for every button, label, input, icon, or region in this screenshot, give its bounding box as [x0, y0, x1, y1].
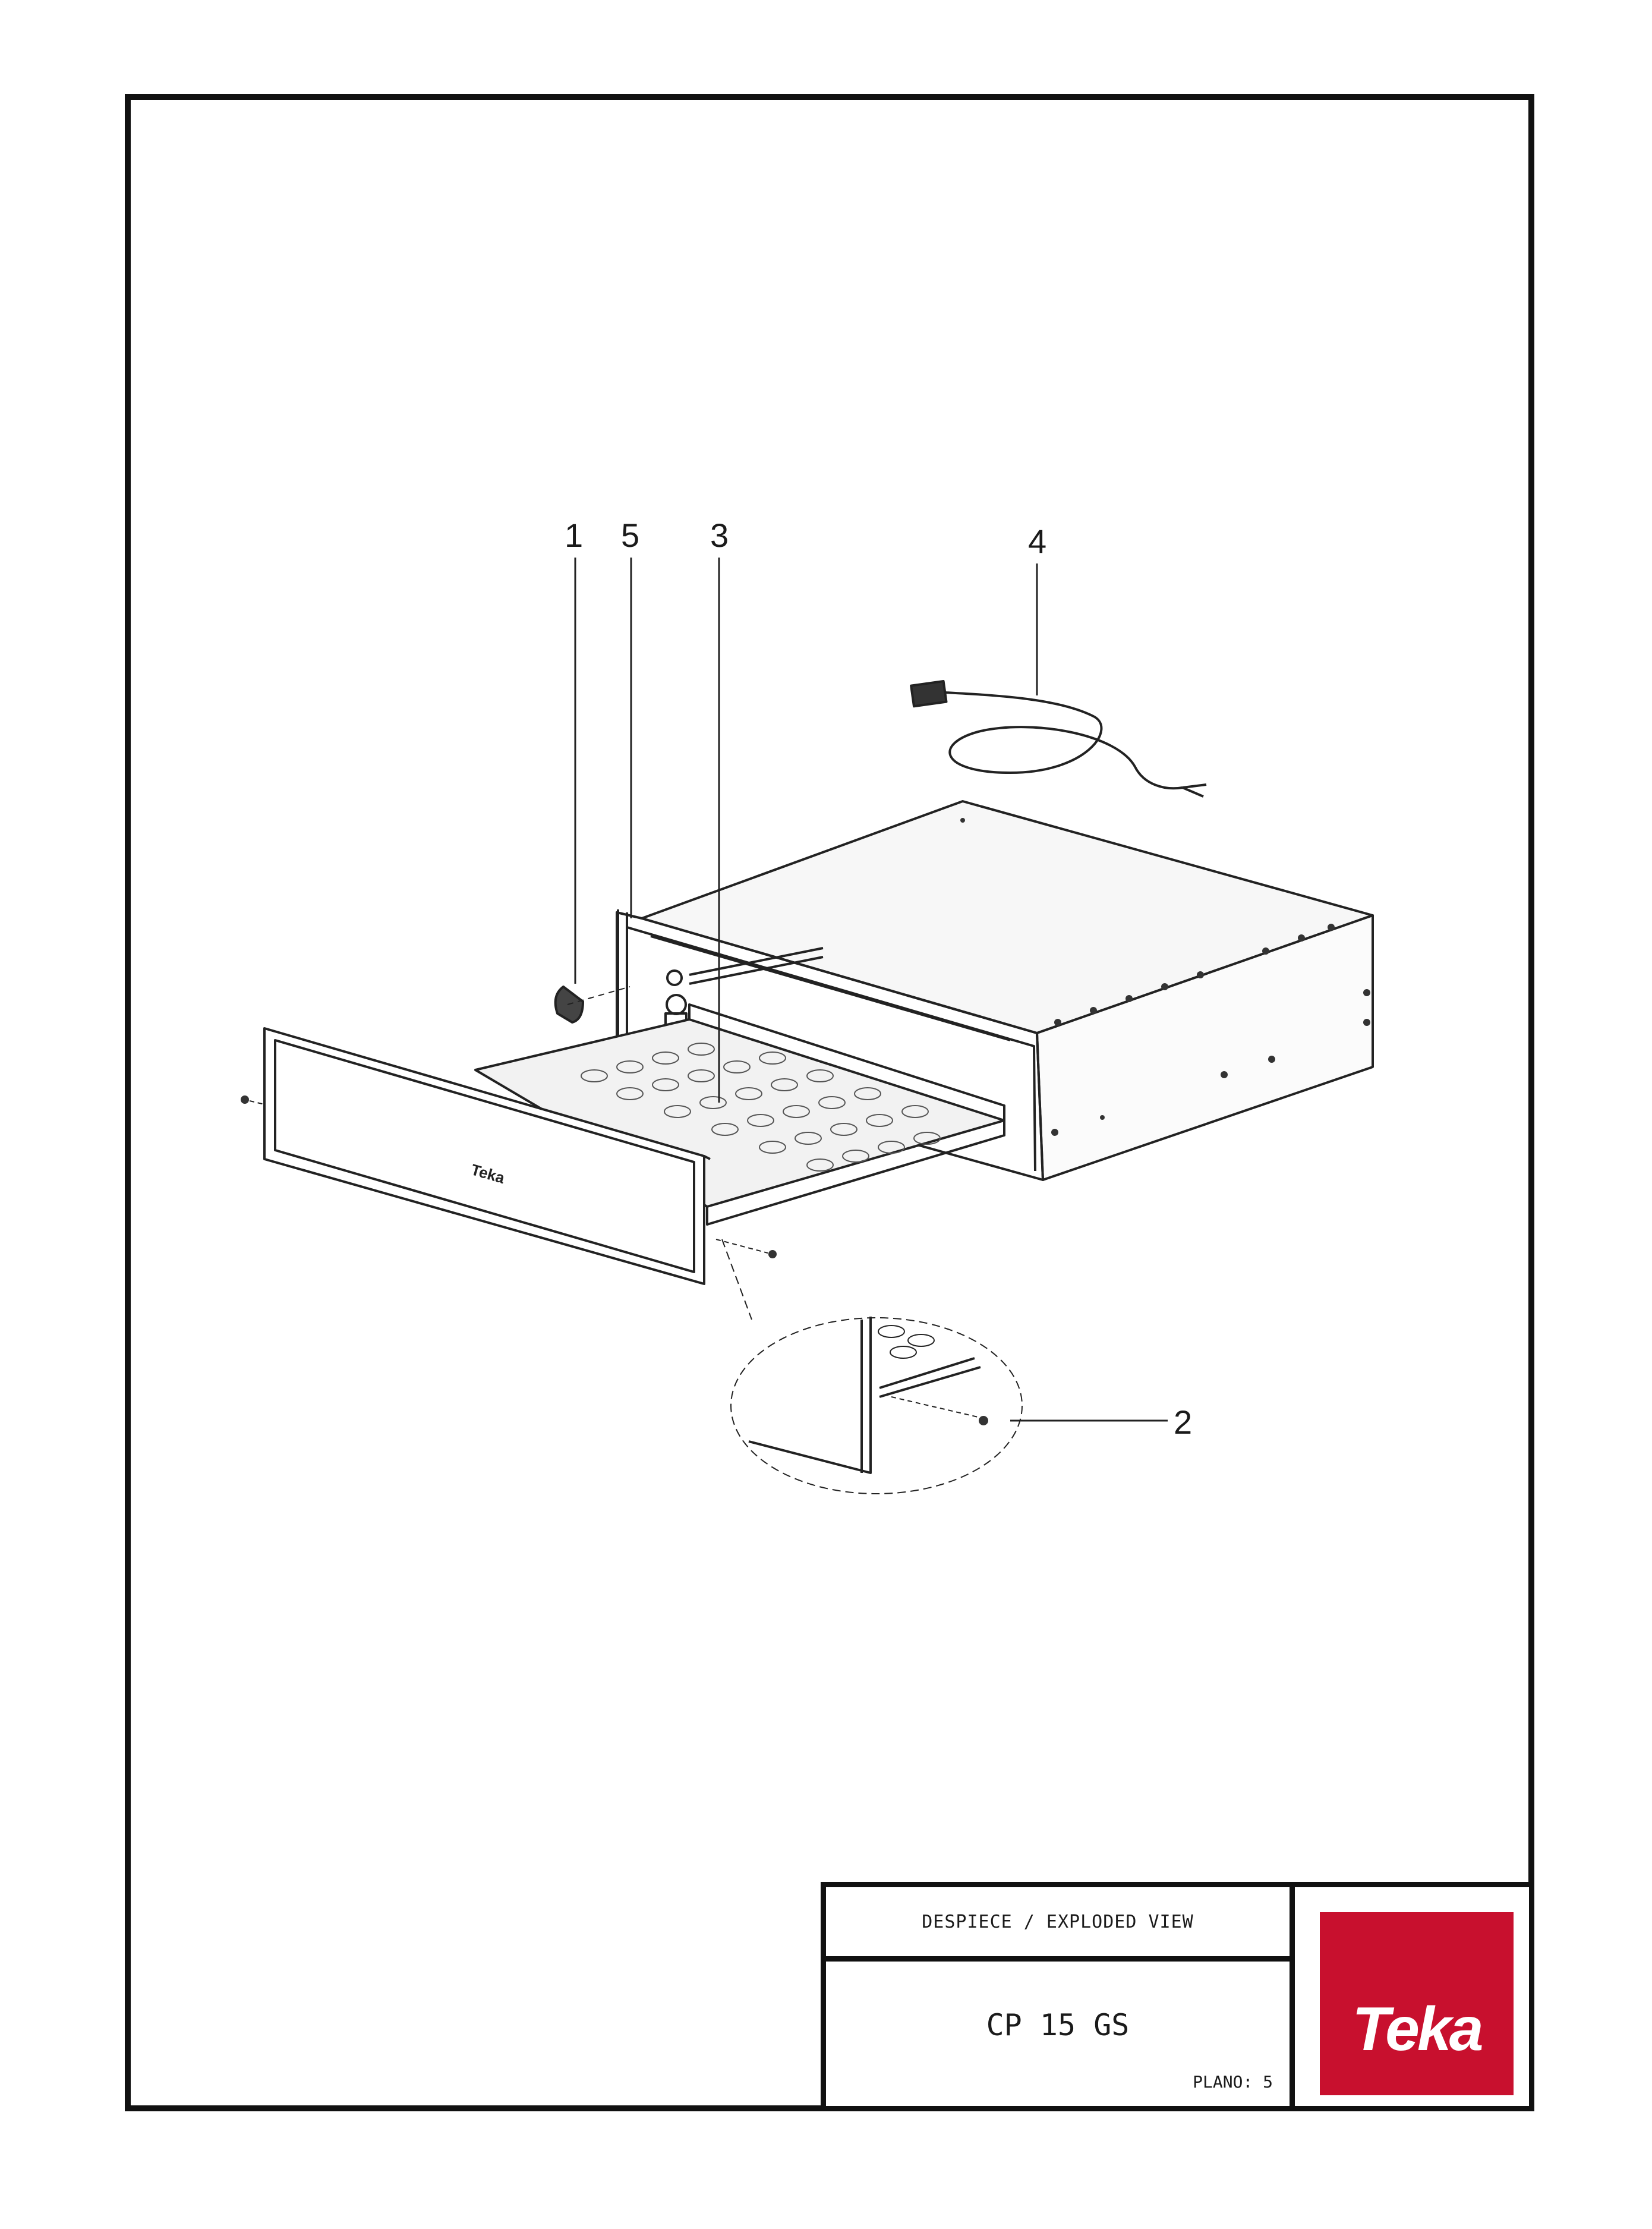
- logo-text: Teka: [1352, 1995, 1483, 2064]
- power-cord-part: [910, 679, 1207, 798]
- callout-5: 5: [621, 517, 640, 554]
- screw-part-left: [241, 1095, 249, 1104]
- model-name: CP 15 GS: [986, 2007, 1130, 2042]
- title-block-title: DESPIECE / EXPLODED VIEW: [821, 1882, 1295, 1962]
- cabinet-screws: [960, 818, 1370, 1136]
- plano-number: PLANO: 5: [1193, 2072, 1273, 2092]
- callout-4: 4: [1028, 522, 1047, 560]
- title-block-logo: Teka: [1290, 1882, 1534, 2111]
- front-glass-panel: [263, 1027, 705, 1285]
- callout-3: 3: [710, 517, 729, 554]
- callout-2: 2: [1174, 1403, 1193, 1441]
- detail-callout-circle: [721, 1239, 1023, 1494]
- screw-part-bottom: [768, 1250, 777, 1258]
- drawing-title: DESPIECE / EXPLODED VIEW: [922, 1911, 1194, 1932]
- callout-leaders: [574, 558, 1168, 1422]
- control-knob-socket: [666, 969, 683, 986]
- callout-1: 1: [565, 517, 584, 554]
- tray-perforations: [581, 1043, 941, 1172]
- teka-logo: Teka: [1320, 1912, 1514, 2095]
- title-block-model: CP 15 GS PLANO: 5: [821, 1956, 1295, 2111]
